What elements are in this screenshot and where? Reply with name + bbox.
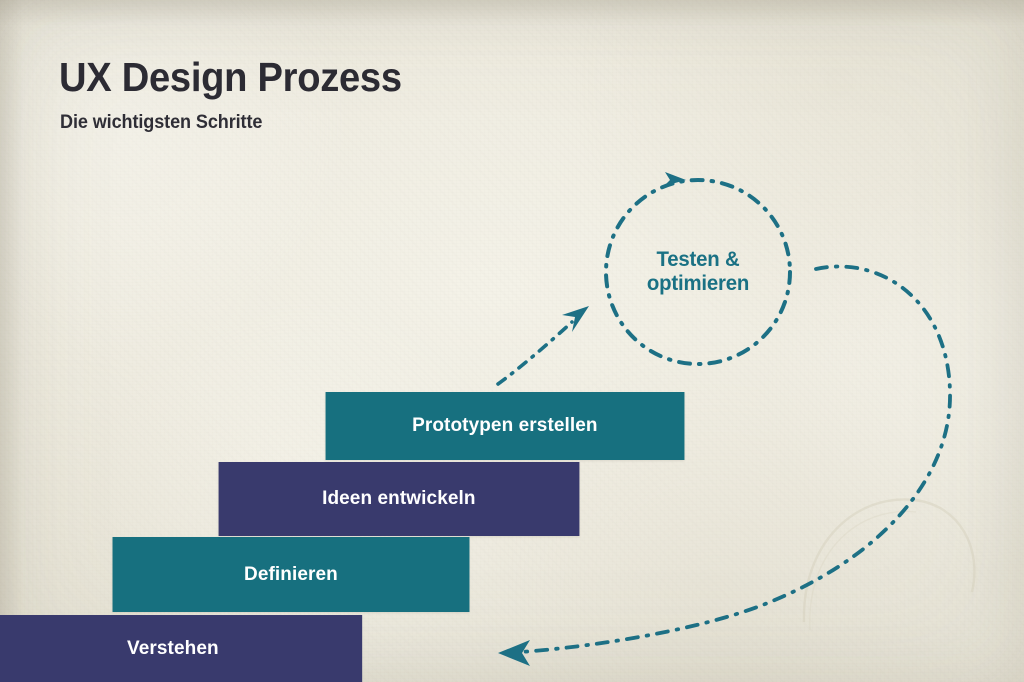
page-title: UX Design Prozess [59, 54, 402, 100]
left-edge-shading [0, 0, 24, 682]
step-verstehen-label: Verstehen [127, 637, 219, 659]
step-prototypen-erstellen[interactable]: Prototypen erstellen [325, 392, 685, 460]
step-verstehen[interactable]: Verstehen [0, 615, 363, 682]
iteration-label-line2: optimieren [646, 271, 750, 295]
step-definieren-label: Definieren [244, 563, 338, 585]
step-definieren[interactable]: Definieren [112, 537, 470, 612]
step-prototypen-erstellen-label: Prototypen erstellen [412, 415, 598, 436]
iteration-circle-label: Testen & optimieren [611, 248, 786, 295]
iteration-label-line1: Testen & [656, 248, 740, 271]
page-subtitle: Die wichtigsten Schritte [60, 112, 263, 133]
step-ideen-entwickeln[interactable]: Ideen entwickeln [218, 462, 580, 536]
step-ideen-entwickeln-label: Ideen entwickeln [322, 488, 476, 509]
top-edge-shading [0, 0, 1024, 26]
